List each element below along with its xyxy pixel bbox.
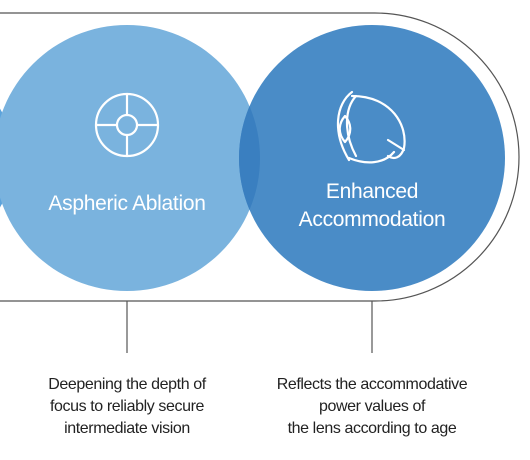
- description-enhanced-accommodation: Reflects the accommodative power values …: [262, 374, 482, 440]
- outline-frame: [0, 12, 520, 302]
- crosshair-icon: [94, 92, 160, 158]
- circle-label-enhanced-accommodation: Enhanced Accommodation: [272, 178, 472, 234]
- desc-line: focus to reliably secure: [49, 398, 205, 415]
- description-aspheric-ablation: Deepening the depth of focus to reliably…: [27, 374, 227, 440]
- desc-line: Deepening the depth of: [48, 376, 206, 393]
- desc-line: the lens according to age: [287, 420, 457, 437]
- label-line-1: Enhanced: [325, 180, 419, 203]
- circle-label-aspheric-ablation: Aspheric Ablation: [48, 192, 206, 215]
- circle-aspheric-ablation: [0, 25, 260, 291]
- label-line-2: Accommodation: [298, 208, 446, 231]
- eye-lens-icon: [337, 90, 406, 164]
- circle-enhanced-accommodation: [239, 25, 505, 291]
- desc-line: intermediate vision: [64, 420, 190, 437]
- desc-line: Reflects the accommodative: [276, 376, 468, 393]
- desc-line: power values of: [318, 398, 426, 415]
